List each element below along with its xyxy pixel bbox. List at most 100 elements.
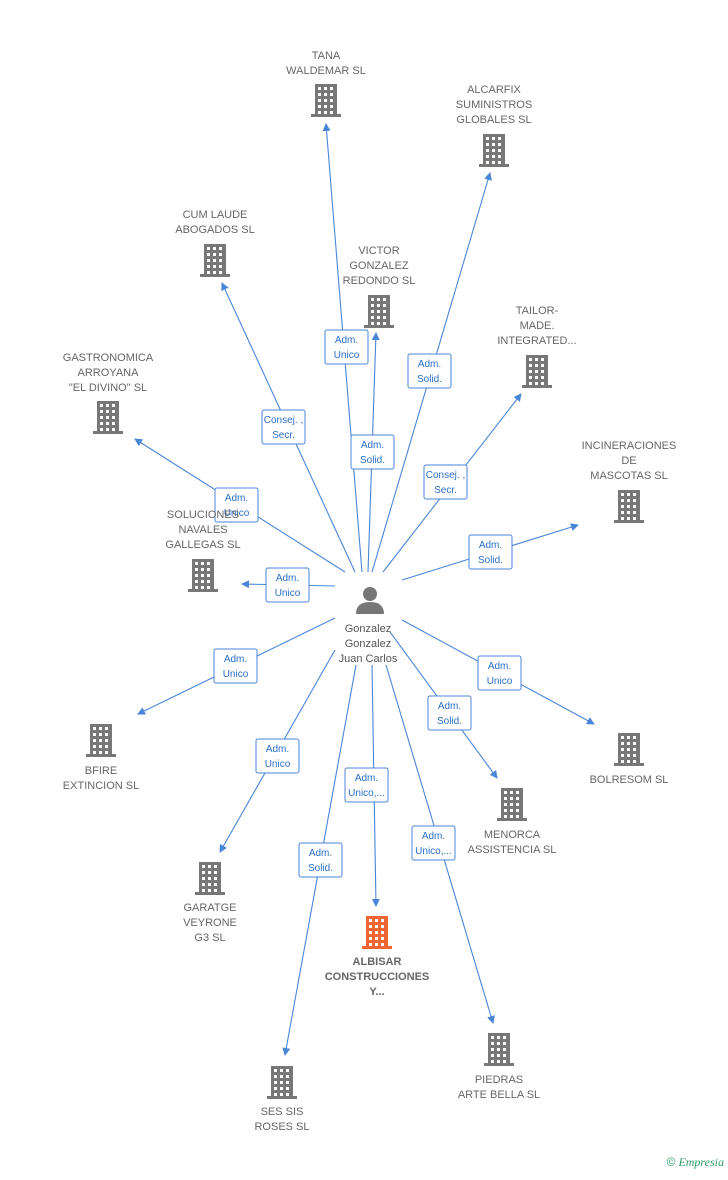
edge-label-box [427,695,472,731]
edge-role-text: Solid. [308,863,333,874]
company-name-line: ROSES SL [254,1121,309,1133]
company-name-line: ARTE BELLA SL [458,1089,540,1101]
edge-role-text: Adm. [355,773,378,784]
edge-label-box [298,842,343,878]
edge-label-box [214,487,259,523]
company-name-line: ABOGADOS SL [175,224,254,236]
edge-label-incineraciones[interactable]: Adm.Solid. [468,534,513,570]
company-name-line: SUMINISTROS [456,99,532,111]
company-node-albisar[interactable]: ALBISARCONSTRUCCIONESY... [325,916,430,998]
company-name-line: TAILOR- [516,305,559,317]
edge-label-soluciones[interactable]: Adm. Unico [265,567,310,603]
building-icon [86,724,116,757]
company-node-cum-laude[interactable]: CUM LAUDE ABOGADOS SL [175,209,255,277]
company-name-line: MADE. [520,320,555,332]
edge-label-box [411,825,456,861]
building-icon [362,916,392,949]
company-name-line: BFIRE [85,765,117,777]
person-name-line-1: Gonzalez [345,623,391,635]
edge-role-text: Adm. [276,573,299,584]
edge-label-ses-sis[interactable]: Adm.Solid. [298,842,343,878]
empresia-watermark: ©Empresia [667,1155,724,1170]
company-name-line: GASTRONOMICA [63,352,154,364]
edge-role-text: Unico [265,759,291,770]
company-name-line: GARATGE [184,902,237,914]
edge-label-box [324,329,369,365]
edge-role-text: Unico [487,676,513,687]
edge-label-box [407,353,452,389]
building-icon [364,295,394,328]
edge-label-box [477,655,522,691]
company-name-line: SES SIS [261,1106,304,1118]
edge-label-cum-laude[interactable]: Consej. ,Secr. [261,409,306,445]
company-node-gastronomica[interactable]: GASTRONOMICA ARROYANA "EL DIVINO" SL [63,352,154,434]
edge-label-box [344,767,389,803]
company-name-line: CUM LAUDE [183,209,248,221]
person-name-line-2: Gonzalez [345,638,391,650]
company-name-line: GLOBALES SL [456,114,531,126]
edge-label-gastronomica[interactable]: Adm. Unico [214,487,259,523]
edge-role-text: Unico [275,588,301,599]
edge-label-garatge[interactable]: Adm. Unico [255,738,300,774]
edge-label-bolresom[interactable]: Adm. Unico [477,655,522,691]
company-name-line: REDONDO SL [343,275,416,287]
edge-role-text: Adm. [361,440,384,451]
edge-label-box [423,464,468,500]
company-node-tailor[interactable]: TAILOR- MADE. INTEGRATED... [497,305,577,388]
person-node-gonzalez-gonzalez-juan-carlos[interactable]: Gonzalez Gonzalez Juan Carlos [339,587,398,665]
edge-role-text: Adm. [438,701,461,712]
edge-role-text: Unico [224,508,250,519]
edge-label-box [255,738,300,774]
company-name-line: ARROYANA [78,367,140,379]
edge-role-text: Adm. [225,493,248,504]
building-icon [484,1033,514,1066]
building-icon [497,788,527,821]
company-node-bolresom[interactable]: BOLRESOM SL [590,733,669,786]
company-name-line: "EL DIVINO" SL [69,382,147,394]
building-icon [479,134,509,167]
edge-role-text: Secr. [272,430,295,441]
edge-role-text: Adm. [418,359,441,370]
company-name-line: CONSTRUCCIONES [325,971,430,983]
edge-role-text: Adm. [488,661,511,672]
edge-label-tana[interactable]: Adm.Unico [324,329,369,365]
company-name-line: ALBISAR [353,956,402,968]
building-icon [311,84,341,117]
edge-role-text: Consej. , [426,470,465,481]
edge-label-bfire[interactable]: Adm.Unico [213,648,258,684]
company-name-line: DE [621,455,636,467]
company-name-line: VICTOR [358,245,399,257]
edge-label-albisar[interactable]: Adm. Unico,... [344,767,389,803]
company-name-line: MENORCA [484,829,541,841]
edge-label-alcarfix[interactable]: Adm.Solid. [407,353,452,389]
edge-role-text: Adm. [266,744,289,755]
edge-role-text: Adm. [422,831,445,842]
company-node-ses-sis[interactable]: SES SIS ROSES SL [254,1066,310,1133]
company-name-line: GALLEGAS SL [165,539,240,551]
edge-role-text: Adm. [479,540,502,551]
edge-label-victor[interactable]: Adm.Solid. [350,434,395,470]
company-name-line: PIEDRAS [475,1074,523,1086]
company-name-line: BOLRESOM SL [590,774,669,786]
edge-role-text: Solid. [437,716,462,727]
edge-label-tailor[interactable]: Consej. ,Secr. [423,464,468,500]
building-icon [200,244,230,277]
company-name-line: INTEGRATED... [497,335,576,347]
edge-label-box [265,567,310,603]
company-node-piedras[interactable]: PIEDRAS ARTE BELLA SL [458,1033,540,1101]
copyright-icon: © [666,1155,676,1169]
company-name-line: INCINERACIONES [582,440,677,452]
edge-label-menorca[interactable]: Adm. Solid. [427,695,472,731]
edge-role-text: Unico,... [348,788,385,799]
edge-label-piedras[interactable]: Adm.Unico,... [411,825,456,861]
